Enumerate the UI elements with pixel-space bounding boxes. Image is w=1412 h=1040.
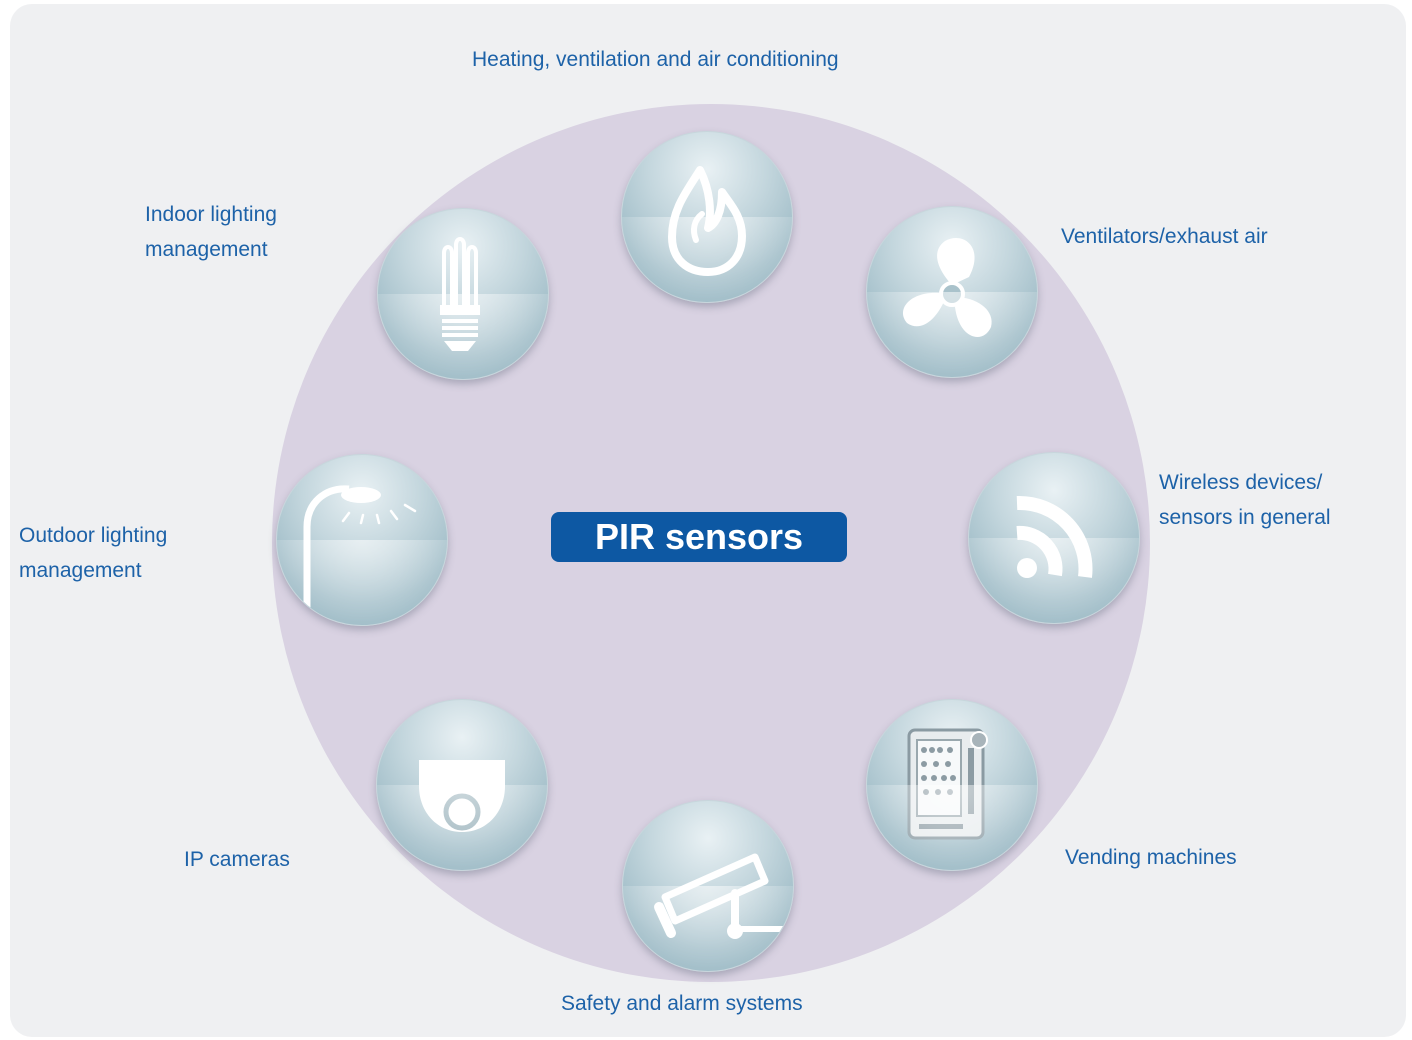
node-wireless xyxy=(968,452,1140,624)
label-safety: Safety and alarm systems xyxy=(561,992,803,1015)
label-hvac: Heating, ventilation and air conditionin… xyxy=(472,48,839,71)
node-ip-cameras xyxy=(376,699,548,871)
label-indoor-lighting: Indoor lighting management xyxy=(145,203,277,261)
dome-camera-icon xyxy=(419,760,505,832)
label-ventilators: Ventilators/exhaust air xyxy=(1061,225,1268,248)
node-outdoor-lighting xyxy=(276,454,448,626)
node-ventilators xyxy=(866,206,1038,378)
label-outdoor-lighting: Outdoor lighting management xyxy=(19,524,168,582)
label-vending: Vending machines xyxy=(1065,846,1237,869)
street-lamp-icon xyxy=(303,485,417,625)
node-vending xyxy=(866,699,1038,871)
security-camera-icon xyxy=(654,853,783,939)
vending-machine-icon xyxy=(907,728,988,840)
node-safety xyxy=(622,800,794,972)
wireless-signal-icon xyxy=(1016,495,1093,578)
energy-saving-bulb-icon xyxy=(440,237,480,351)
flame-icon xyxy=(668,166,746,276)
fan-icon xyxy=(902,238,992,338)
label-wireless: Wireless devices/ sensors in general xyxy=(1159,471,1331,529)
center-title-badge: PIR sensors xyxy=(551,512,847,562)
node-hvac xyxy=(621,131,793,303)
label-ip-cameras: IP cameras xyxy=(184,848,290,871)
node-indoor-lighting xyxy=(377,208,549,380)
